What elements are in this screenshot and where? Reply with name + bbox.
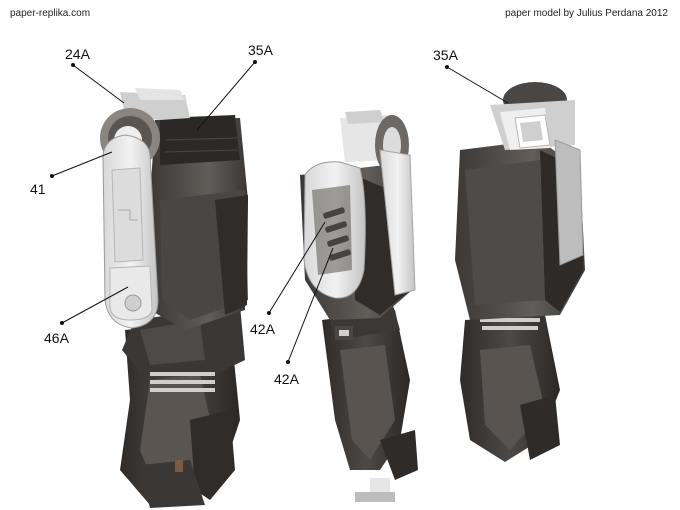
leader-dots: [50, 60, 449, 364]
thigh-vents: [323, 207, 351, 261]
callout-42A-lower: 42A: [274, 371, 300, 387]
model-credit: paper model by Julius Perdana 2012: [505, 8, 668, 19]
leader-lines: [51, 61, 509, 363]
callout-41: 41: [30, 181, 46, 197]
callout-24A: 24A: [65, 46, 91, 62]
leg-view-middle: [300, 110, 418, 502]
callout-35A-right: 35A: [433, 47, 459, 63]
callout-35A-left: 35A: [248, 42, 274, 58]
leg-view-right: [455, 82, 585, 462]
callout-42A-upper: 42A: [250, 321, 276, 337]
site-watermark: paper-replika.com: [10, 8, 91, 19]
knee-stripes: [150, 372, 215, 392]
leg-view-left: [100, 88, 248, 508]
callout-46A: 46A: [44, 330, 70, 346]
